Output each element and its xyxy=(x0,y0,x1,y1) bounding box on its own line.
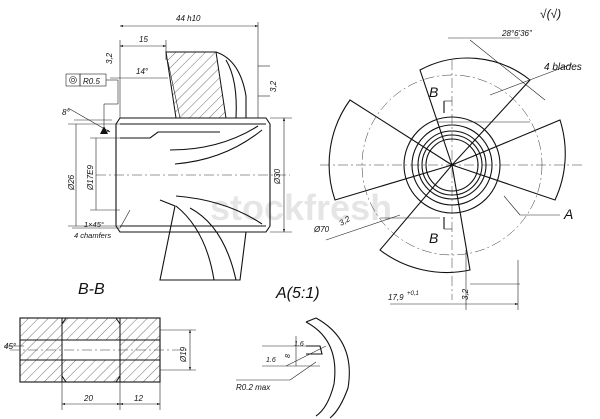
dim-12: 12 xyxy=(134,394,143,403)
blades-note: 4 blades xyxy=(544,62,582,73)
dim-8deg: 8° xyxy=(62,108,70,117)
dim-1-6-left: 1.6 xyxy=(266,357,276,364)
dim-diameter-70: Ø70 xyxy=(313,225,330,234)
dim-8-detail: 8 xyxy=(285,354,292,358)
roughness-right: 3,2 xyxy=(269,80,278,92)
dim-offset: 17,9 xyxy=(388,293,404,302)
dim-length-44: 44 h10 xyxy=(176,14,201,23)
dim-offset-tol: +0,1 xyxy=(407,291,419,297)
section-bb-title: B-B xyxy=(78,281,105,298)
dim-1-6-top: 1.6 xyxy=(294,341,304,348)
dim-45deg: 45° xyxy=(4,342,17,351)
watermark: stockfresh xyxy=(210,187,392,228)
radius-note: R0.2 max xyxy=(236,383,271,392)
detail-a: A(5:1) 1.6 8 1.6 R0.2 max xyxy=(236,285,350,419)
section-b-bottom: B xyxy=(429,230,438,246)
chamfer-note-2: 4 chamfers xyxy=(74,231,111,240)
roughness-top: 3,2 xyxy=(105,52,114,64)
dim-15: 15 xyxy=(139,35,148,44)
roughness-symbol: √(√) xyxy=(540,7,561,21)
dim-14deg: 14° xyxy=(136,67,149,76)
angle-dim: 28°6'36" xyxy=(501,29,533,38)
dim-diameter-17: Ø17E9 xyxy=(86,165,95,191)
section-b-top: B xyxy=(429,84,438,100)
chamfer-note-1: 1×45° xyxy=(84,220,104,229)
roughness-bottom: 3,2 xyxy=(461,288,470,300)
front-view: 28°6'36" 4 blades B B A Ø70 3,2 17,9 +0,… xyxy=(313,29,585,310)
dim-diameter-26: Ø26 xyxy=(67,174,76,191)
section-bb: B-B 45° Ø19 20 12 xyxy=(4,281,196,410)
detail-a-title: A(5:1) xyxy=(275,285,320,302)
dim-diameter-19: Ø19 xyxy=(179,346,188,363)
view-a-label: A xyxy=(563,206,573,222)
dim-20: 20 xyxy=(83,394,93,403)
dim-diameter-30: Ø30 xyxy=(273,168,282,185)
side-view: 44 h10 15 3,2 14° 3,2 R0.5 8° Ø26 Ø17E9 … xyxy=(62,14,292,281)
tolerance-value: R0.5 xyxy=(83,77,100,86)
